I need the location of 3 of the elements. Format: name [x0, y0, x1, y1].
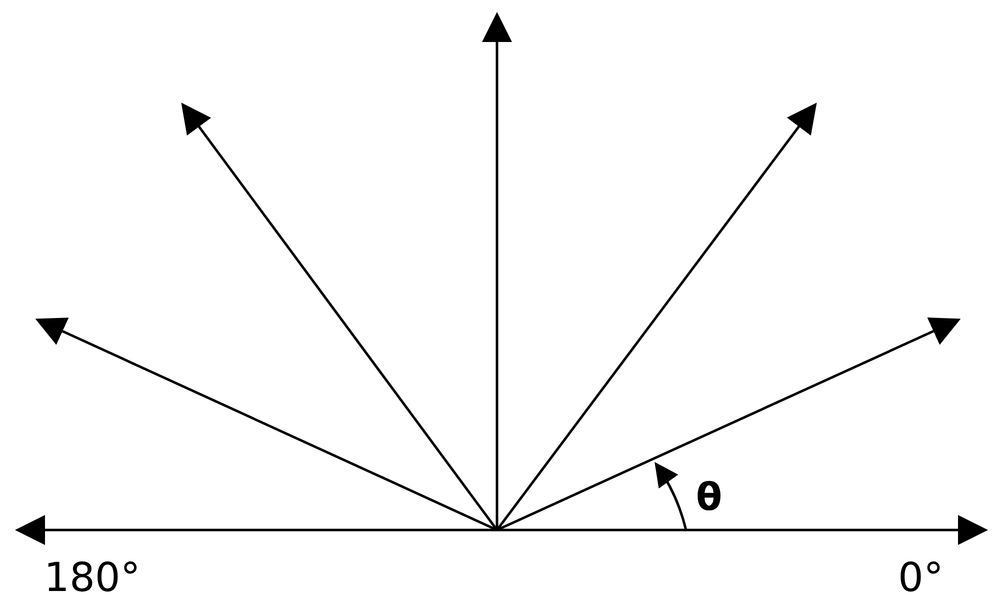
angle-label: 0°	[898, 558, 944, 598]
angle-symbol: θ	[696, 478, 722, 516]
angle-label: 180°	[44, 558, 140, 598]
